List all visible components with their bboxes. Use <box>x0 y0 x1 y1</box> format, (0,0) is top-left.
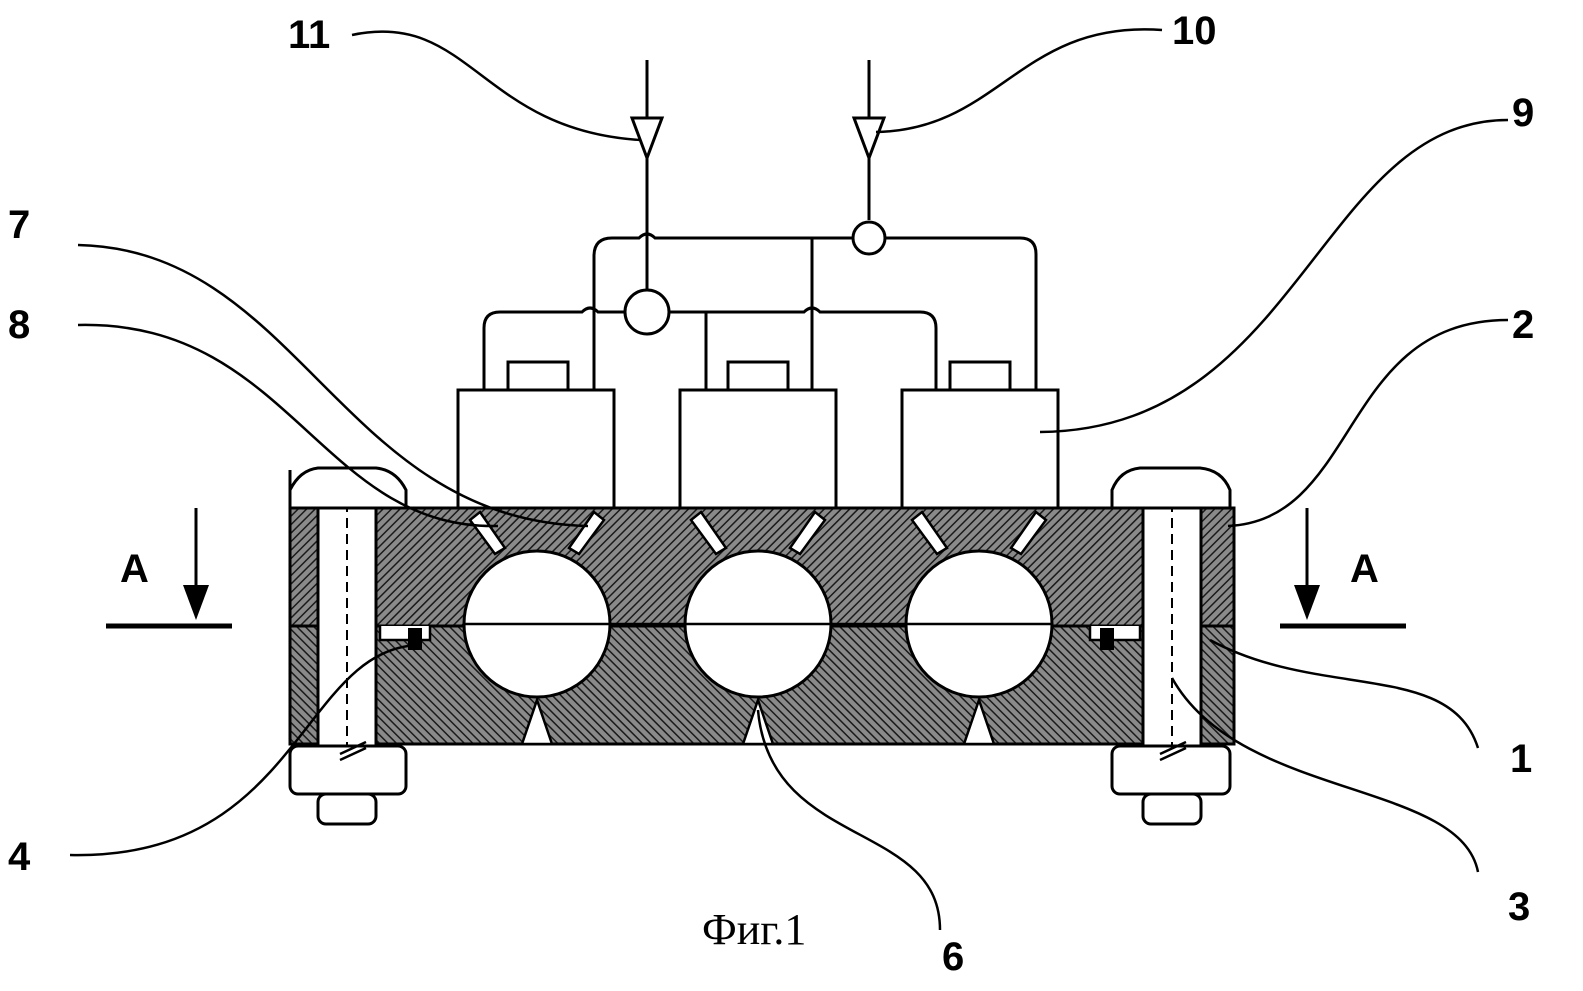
section-mark-right: A <box>1280 508 1406 626</box>
figure-caption: Фиг.1 <box>702 905 806 954</box>
label-10: 10 <box>1172 9 1217 53</box>
label-3: 3 <box>1508 885 1530 929</box>
label-8: 8 <box>8 303 30 347</box>
block-1 <box>458 362 614 508</box>
label-6: 6 <box>942 935 964 979</box>
pipe-network <box>484 60 1036 390</box>
section-label-right: A <box>1350 547 1379 591</box>
label-2: 2 <box>1512 303 1534 347</box>
label-7: 7 <box>8 203 30 247</box>
label-9: 9 <box>1512 91 1534 135</box>
label-4: 4 <box>8 835 31 879</box>
label-11: 11 <box>288 13 330 57</box>
section-label-left: A <box>120 547 149 591</box>
section-mark-left: A <box>106 508 232 626</box>
label-1: 1 <box>1510 737 1532 781</box>
